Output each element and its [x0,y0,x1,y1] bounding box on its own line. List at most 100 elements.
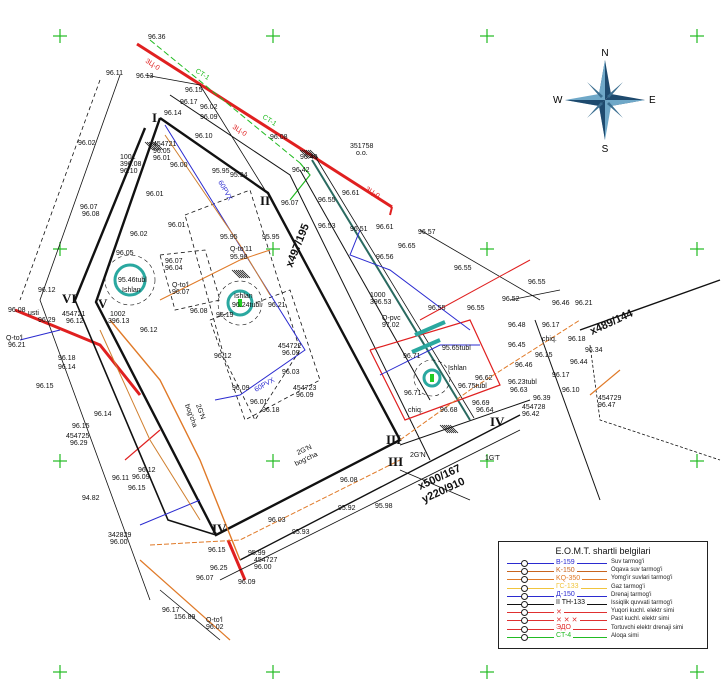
elevation-label: 96.01 [168,222,186,229]
drain-line-code: 60PVX [216,180,233,203]
grid-cross-icon [690,665,704,679]
road-edge [399,399,531,446]
elevation-label: 96.21 [575,300,593,307]
legend-code: ✕ [554,607,564,616]
elevation-label: 1001 [120,154,136,161]
elevation-label: 96.62 [475,375,493,382]
legend-node-icon [521,600,528,608]
elevation-label: 96.09 [282,350,300,357]
elevation-label: 96.65 [398,243,416,250]
elevation-label: 96.49 [300,154,318,161]
road-label-2: x489/144 [588,307,635,338]
stairs [309,149,319,159]
elevation-label: 454722 [278,343,301,350]
elevation-label: 454729 [598,395,621,402]
elevation-label: 2G'N [410,452,426,459]
elevation-label: 96.23tubl [508,379,537,386]
elevation-label: 96.12 [38,287,56,294]
elevation-label: 95.95 [262,234,280,241]
elevation-label: 96.09 [132,474,150,481]
stairs [445,424,455,434]
elevation-label: 96.12 [214,353,232,360]
legend-node-icon [521,584,528,592]
elevation-label: 96.02 [78,140,96,147]
point-VI: VI [62,291,76,306]
power-line-code: 3Ц-0 [144,58,161,72]
elevation-label: 96.11 [106,70,123,77]
legend-code: ✕ ✕ ✕ [554,615,580,624]
legend-label: Issiqlik quvvati tarmog'i [611,599,673,606]
elevation-label: Ishlan [448,365,467,372]
legend-node-icon [521,560,528,567]
stairs [305,149,315,159]
stairs [443,424,453,434]
legend-code: K-150 [554,566,577,574]
elevation-label: 96.09 [238,579,256,586]
elevation-label: 96.07 [165,258,183,265]
road-edge [159,589,221,641]
elevation-label: 396.08 [120,161,142,168]
elevation-label: 96.17 [180,99,198,106]
water-line [19,329,61,341]
stairs [301,149,311,159]
elevation-label: 1002 [110,311,126,318]
elevation-label: 96.14 [58,364,76,371]
elevation-label: 96.09 [200,114,218,121]
legend-label: Gaz tarmog'i [611,583,645,590]
point-II: II [260,193,270,208]
stairs [237,269,247,279]
fence [589,344,721,461]
elevation-label: 454723 [293,385,316,392]
elevation-label: chiq. [408,407,423,414]
elevation-label: 96.71 [404,390,422,397]
compass-s: S [602,144,609,155]
elevation-label: 96.14 [164,110,182,117]
stairs [307,149,317,159]
elevation-label: Q-to'l [6,335,23,342]
elevation-label: 96.01 [153,155,171,162]
stairs [146,141,156,151]
stairs [439,424,449,434]
stairs [447,424,457,434]
legend-label: Past kuchl. elektr simi [611,616,670,623]
point-V: V [98,296,108,311]
road-edge [169,94,431,461]
curb [315,157,475,419]
elevation-label: 96.47 [598,402,616,409]
drain-line-code: 60PVX [254,377,277,394]
elevation-label: 96.68 [440,407,458,414]
compass-e: E [649,95,656,106]
elevation-label: 96.15 [128,485,146,492]
wells [104,254,451,397]
elevation-label: 96.08 [190,308,208,315]
elevation-label: 96.11 [112,475,129,482]
grid-cross-icon [53,29,67,43]
garden-area [159,249,221,311]
road-edge [39,74,151,601]
grid-cross-icon [266,242,280,256]
point-IV: IV [212,521,227,536]
road-edge [579,279,721,331]
legend-code: II TH-133 [554,599,588,607]
elevation-label: usti [28,310,39,317]
elevation-label: 96.12 [138,467,156,474]
elevation-label: 96.24tubl [232,302,261,309]
stairs [303,149,313,159]
stairs [239,269,249,279]
elevation-label: 96.53 [318,223,336,230]
elevation-label: o.o. [356,150,368,157]
elevation-label: 96.03 [268,517,286,524]
storm-line [109,319,241,561]
legend-label: Yomg'ir suvlari tarmog'i [611,575,673,582]
stairs [150,141,160,151]
elevation-label: 96.21 [8,342,26,349]
elevation-label: 351758 [350,143,373,150]
stairs [235,269,245,279]
stairs [241,269,251,279]
elevation-label: 95.94 [230,172,248,179]
legend-node-icon [521,592,528,600]
road-edge [239,414,521,561]
